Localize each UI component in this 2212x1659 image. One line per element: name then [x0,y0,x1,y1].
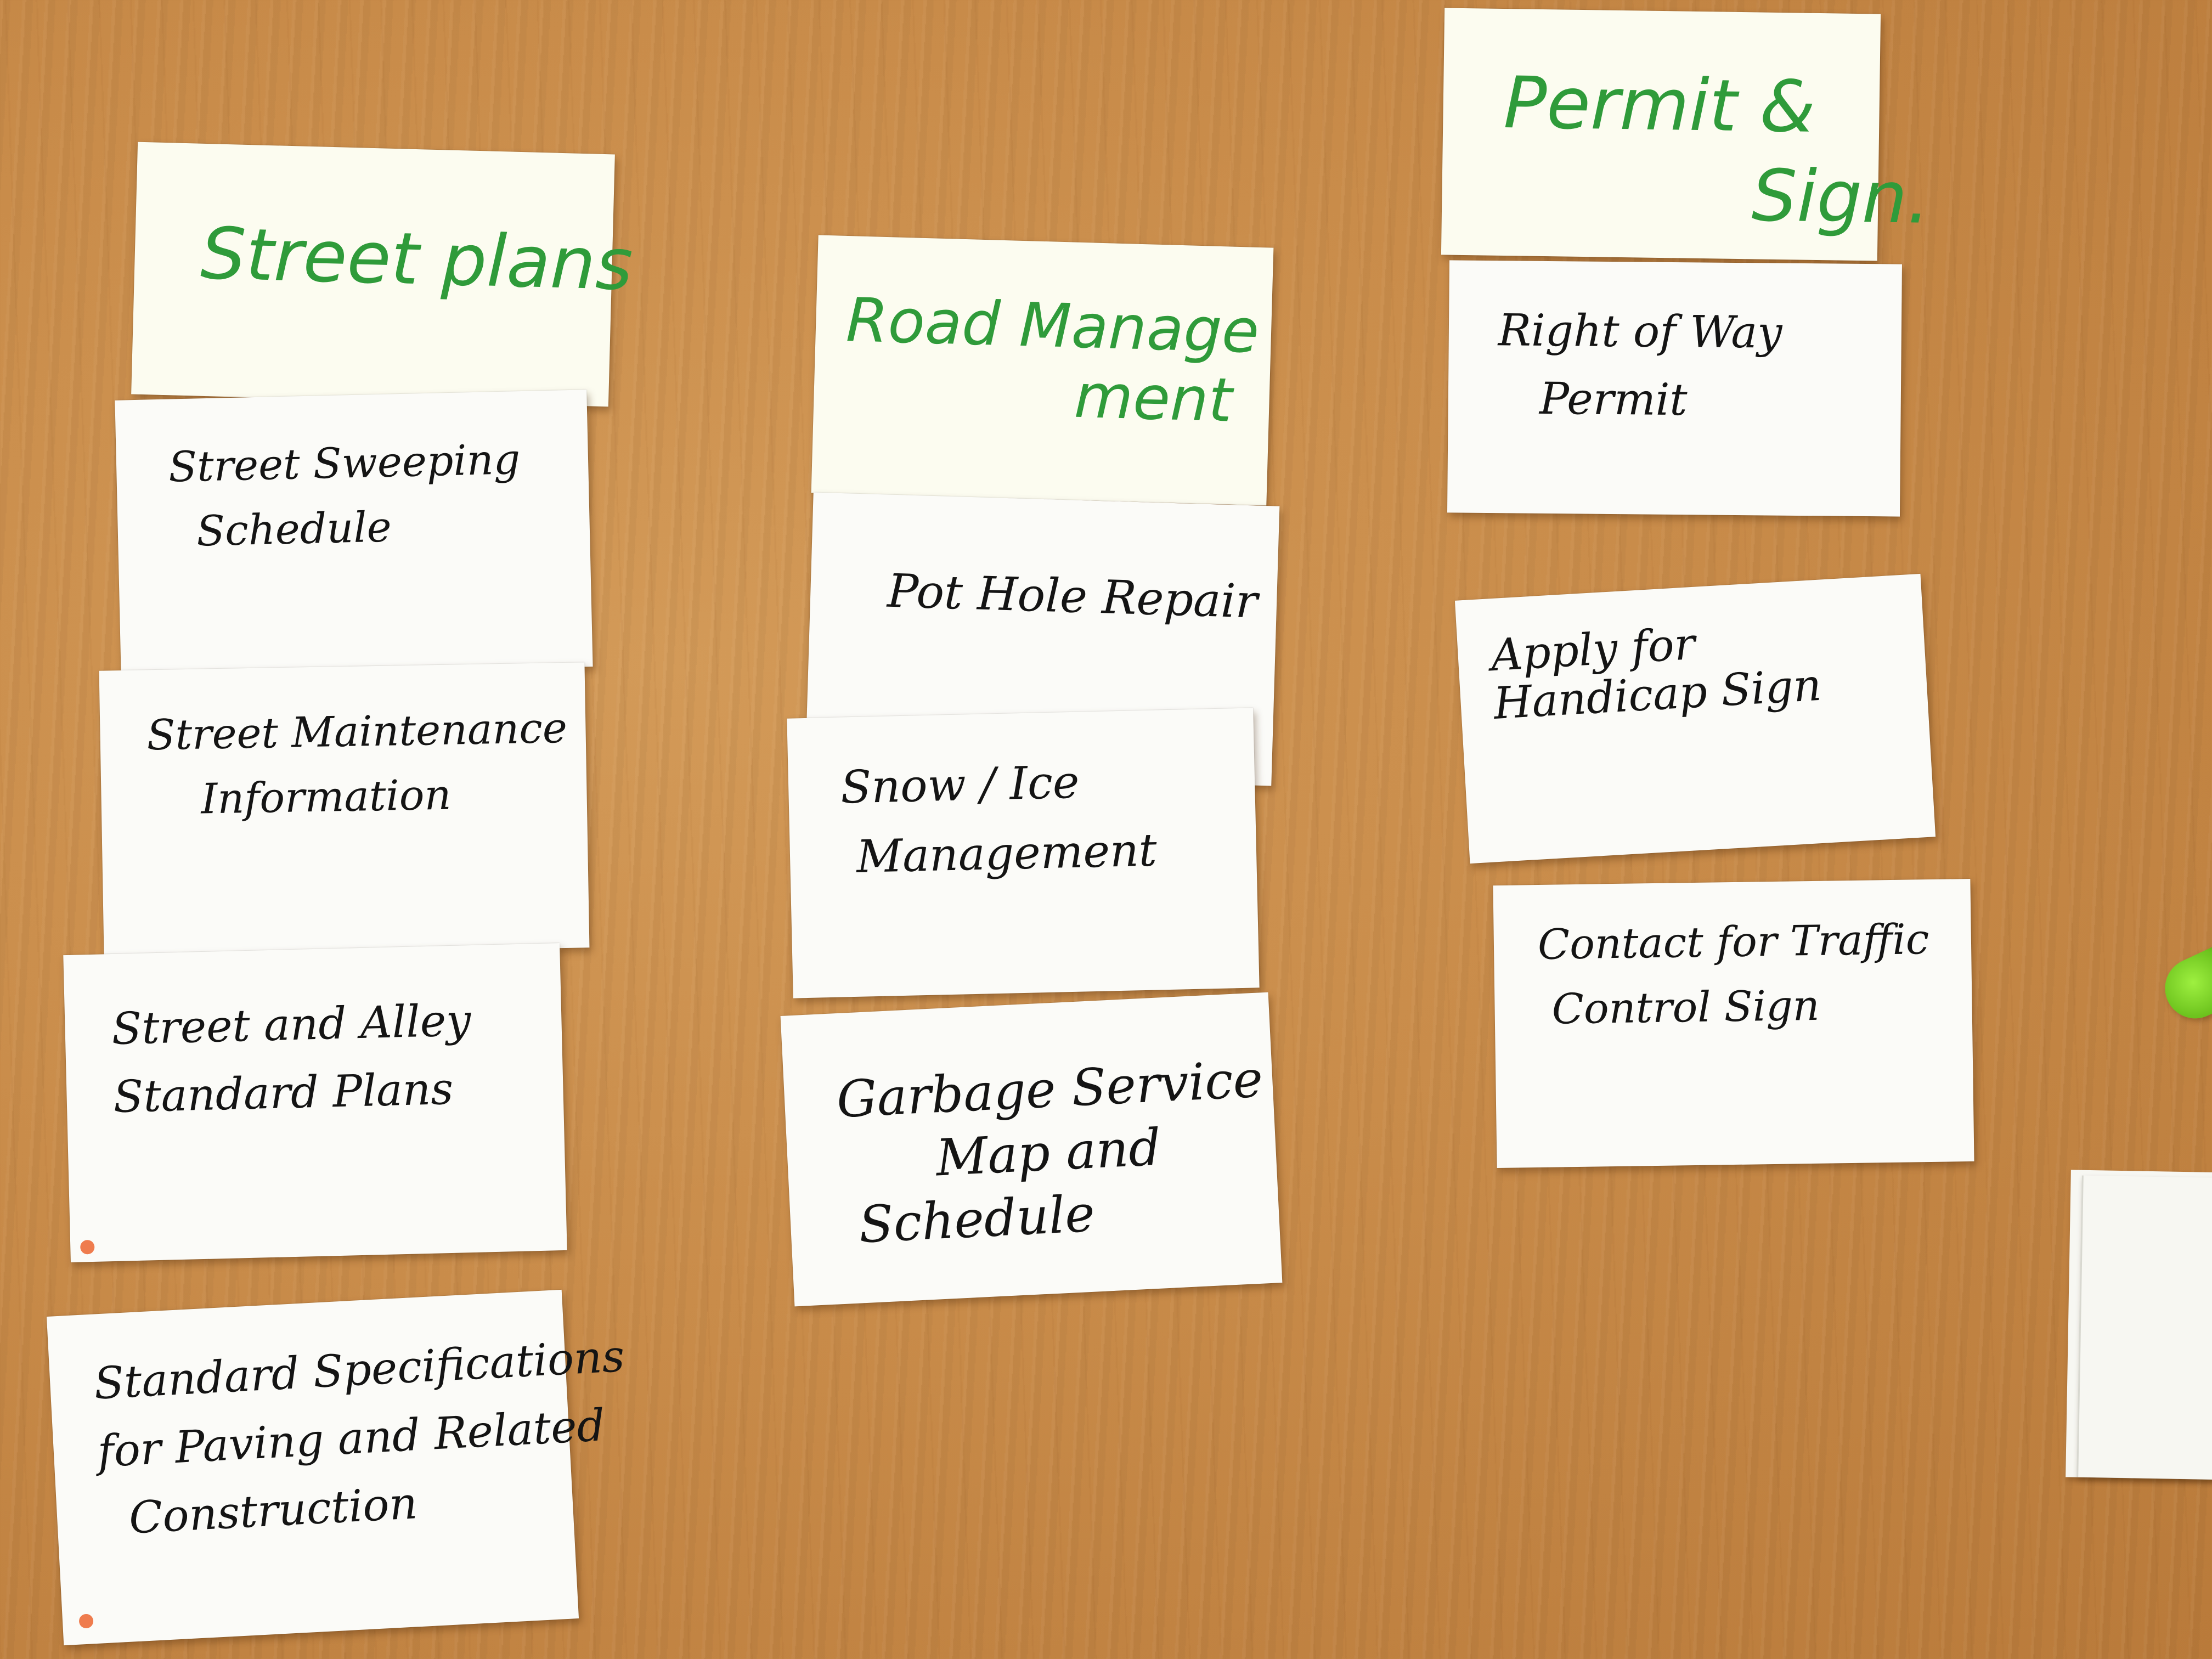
category-card-road-management: Road Manage ment [811,235,1274,506]
card-label: Right of Way Permit [1497,304,1782,426]
blank-card-stack-edge [2076,1175,2212,1480]
category-label: Road Manage ment [843,285,1260,436]
orange-sticker [78,1613,94,1629]
topic-card-street-maintenance: Street Maintenance Information [99,662,590,956]
topic-card-traffic-control-sign: Contact for Traffic Control Sign [1493,878,1974,1169]
green-marker-cap [2155,941,2212,1029]
card-label: Street Maintenance Information [146,703,568,825]
orange-sticker [80,1239,95,1255]
category-card-permit-sign: Permit & Sign. [1441,8,1931,261]
card-label: Standard Specifications for Paving and R… [93,1330,626,1545]
card-label: Street and Alley Standard Plans [111,995,472,1122]
card-label: Apply for Handicap Sign [1489,618,1823,730]
topic-card-street-sweeping: Street Sweeping Schedule [115,390,593,678]
topic-card-handicap-sign: Apply for Handicap Sign [1454,573,1936,864]
card-label: Contact for Traffic Control Sign [1537,915,1929,1034]
topic-card-standard-specifications: Standard Specifications for Paving and R… [46,1289,626,1646]
card-label: Snow / Ice Management [840,756,1158,884]
topic-card-right-of-way: Right of Way Permit [1447,260,1902,517]
category-card-street-plans: Street plans [131,142,634,407]
topic-card-snow-ice-management: Snow / Ice Management [787,708,1260,998]
card-label: Street Sweeping Schedule [168,435,521,556]
topic-card-street-alley-plans: Street and Alley Standard Plans [63,943,567,1262]
card-label: Garbage Service Map and Schedule [835,1049,1265,1255]
category-label: Street plans [199,211,634,307]
topic-card-garbage-service: Garbage Service Map and Schedule [780,992,1283,1307]
card-label: Pot Hole Repair [887,563,1259,629]
category-label: Permit & Sign. [1502,60,1931,240]
